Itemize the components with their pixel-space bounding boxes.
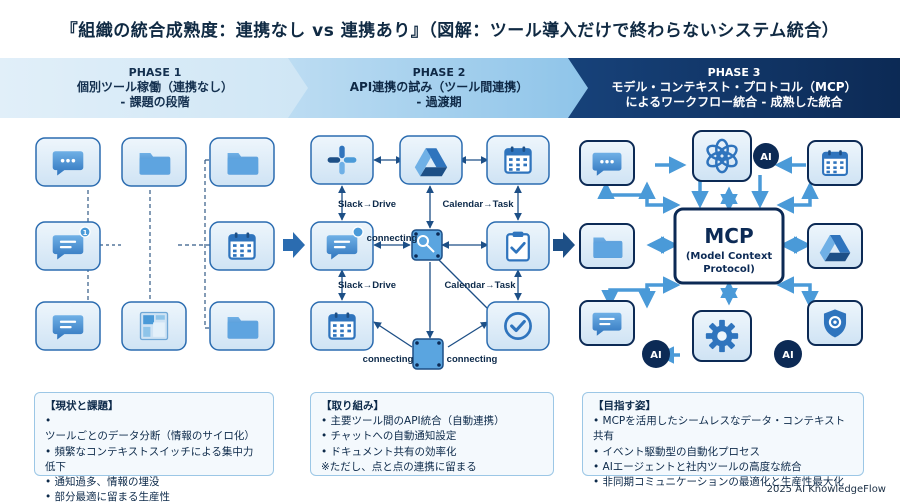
note-item: 部分最適に留まる生産性 <box>45 490 263 502</box>
note-footnote: ※ただし、点と点の連携に留まる <box>321 460 477 473</box>
mcp-title: MCP <box>704 224 753 248</box>
mcp-subtitle-line2: Protocol) <box>703 264 755 275</box>
p2-check-tile <box>486 301 550 351</box>
label-calendar-task-top: Calendar→Task <box>442 199 514 210</box>
credit-text: 2025 AI KnowledgeFlow <box>766 484 886 495</box>
p1-folder-tile-right-top <box>209 137 275 187</box>
note-item: ツールごとのデータ分断（情報のサイロ化） <box>45 414 263 444</box>
phase-1-header: PHASE 1 個別ツール稼働（連携なし） - 課題の段階 <box>0 58 310 118</box>
note-item: ドキュメント共有の効率化 <box>321 445 543 460</box>
phase-3-number: PHASE 3 <box>707 66 761 80</box>
note-item: 非同期コミュニケーションの最適化と生産性最大化 <box>593 475 853 490</box>
mcp-hub: MCP (Model Context Protocol) <box>673 207 785 285</box>
p1-comment-tile <box>35 301 101 351</box>
phase-1-diagram: 1 <box>35 137 275 351</box>
p1-folder-tile-center <box>121 137 187 187</box>
p3-drive-tile <box>807 223 863 269</box>
label-connecting-center: connecting <box>367 233 418 244</box>
p2-connector-hub-bottom <box>412 338 444 370</box>
p3-chat-tile <box>579 140 635 186</box>
phase-2-diagram: Slack→Drive Calendar→Task connecting Sla… <box>310 135 550 370</box>
phase-2-title: API連携の試み（ツール間連携） <box>349 79 529 94</box>
note-goals: 【目指す姿】 MCPを活用したシームレスなデータ・コンテキスト共有 イベント駆動… <box>582 392 864 488</box>
task-clipboard-icon <box>505 230 531 262</box>
calendar-icon <box>228 231 256 260</box>
p3-comment-tile <box>579 300 635 346</box>
note-item: MCPを活用したシームレスなデータ・コンテキスト共有 <box>593 414 853 444</box>
label-slack-drive-top: Slack→Drive <box>338 199 396 210</box>
note-item: イベント駆動型の自動化プロセス <box>593 445 853 460</box>
p2-connector-hub-center <box>411 229 443 261</box>
phase-2-subtitle: - 過渡期 <box>416 94 462 109</box>
note-item: 通知過多、情報の埋没 <box>45 475 263 490</box>
page-title: 『組織の統合成熟度：連携なし vs 連携あり』（図解：ツール導入だけで終わらない… <box>60 21 840 41</box>
phase-3-subtitle: によるワークフロー統合 - 成熟した統合 <box>625 94 843 109</box>
ai-badge-top: AI <box>753 143 779 169</box>
note-initiatives: 【取り組み】 主要ツール間のAPI統合（自動連携） チャットへの自動通知設定 ド… <box>310 392 554 476</box>
calendar-icon <box>328 311 356 340</box>
p3-gear-tile <box>692 310 752 362</box>
phase-3-diagram: MCP (Model Context Protocol) <box>579 130 863 368</box>
label-calendar-task-bottom: Calendar→Task <box>444 280 516 291</box>
ai-badge-left: AI <box>642 340 670 368</box>
dashboard-icon <box>139 311 169 341</box>
p1-dashboard-tile <box>121 301 187 351</box>
p1-message-tile: 1 <box>35 221 101 271</box>
p3-calendar-tile <box>807 140 863 186</box>
p2-drive-tile <box>399 135 463 185</box>
gear-icon <box>705 319 739 353</box>
calendar-icon <box>822 149 848 176</box>
calendar-icon <box>504 145 532 174</box>
note-heading: 【取り組み】 <box>321 400 384 412</box>
note-item: 頻繁なコンテキストスイッチによる集中力低下 <box>45 445 263 475</box>
p3-folder-tile <box>579 223 635 269</box>
svg-text:1: 1 <box>83 229 88 237</box>
label-connecting-left: connecting <box>363 354 414 365</box>
p2-slack-tile <box>310 135 374 185</box>
note-current-issues: 【現状と課題】 ツールごとのデータ分断（情報のサイロ化） 頻繁なコンテキストスイ… <box>34 392 274 502</box>
phase-1-number: PHASE 1 <box>128 66 182 80</box>
note-item: 主要ツール間のAPI統合（自動連携） <box>321 414 543 429</box>
p2-task-tile <box>486 221 550 271</box>
ai-badge-label: AI <box>760 152 771 163</box>
note-item: チャットへの自動通知設定 <box>321 429 543 444</box>
phase-1-title: 個別ツール稼働（連携なし） <box>76 79 233 94</box>
p3-shield-tile <box>807 300 863 346</box>
ai-badge-label: AI <box>782 350 793 361</box>
p2-calendar-tile-top <box>486 135 550 185</box>
arrow-right-icon <box>553 232 575 258</box>
mcp-subtitle-line1: (Model Context <box>686 251 773 262</box>
note-heading: 【現状と課題】 <box>45 400 119 412</box>
phase-3-header: PHASE 3 モデル・コンテキスト・プロトコル（MCP） によるワークフロー統… <box>568 58 900 118</box>
ai-badge-label: AI <box>650 350 661 361</box>
note-heading: 【目指す姿】 <box>593 400 656 412</box>
p1-chat-tile <box>35 137 101 187</box>
p2-calendar-tile-bottom <box>310 301 374 351</box>
p2-chat-tile <box>310 221 374 271</box>
label-connecting-right: connecting <box>447 354 498 365</box>
p1-calendar-tile <box>209 221 275 271</box>
phase-2-header: PHASE 2 API連携の試み（ツール間連携） - 過渡期 <box>288 58 590 118</box>
label-slack-drive-bottom: Slack→Drive <box>338 280 396 291</box>
p3-openai-tile <box>692 130 752 182</box>
p1-folder-tile-right-bottom <box>209 301 275 351</box>
phase-2-number: PHASE 2 <box>412 66 466 80</box>
ai-badge-right: AI <box>774 340 802 368</box>
arrow-right-icon <box>283 232 305 258</box>
phase-3-title: モデル・コンテキスト・プロトコル（MCP） <box>611 79 857 94</box>
phase-1-subtitle: - 課題の段階 <box>120 94 190 109</box>
note-item: AIエージェントと社内ツールの高度な統合 <box>593 460 853 475</box>
